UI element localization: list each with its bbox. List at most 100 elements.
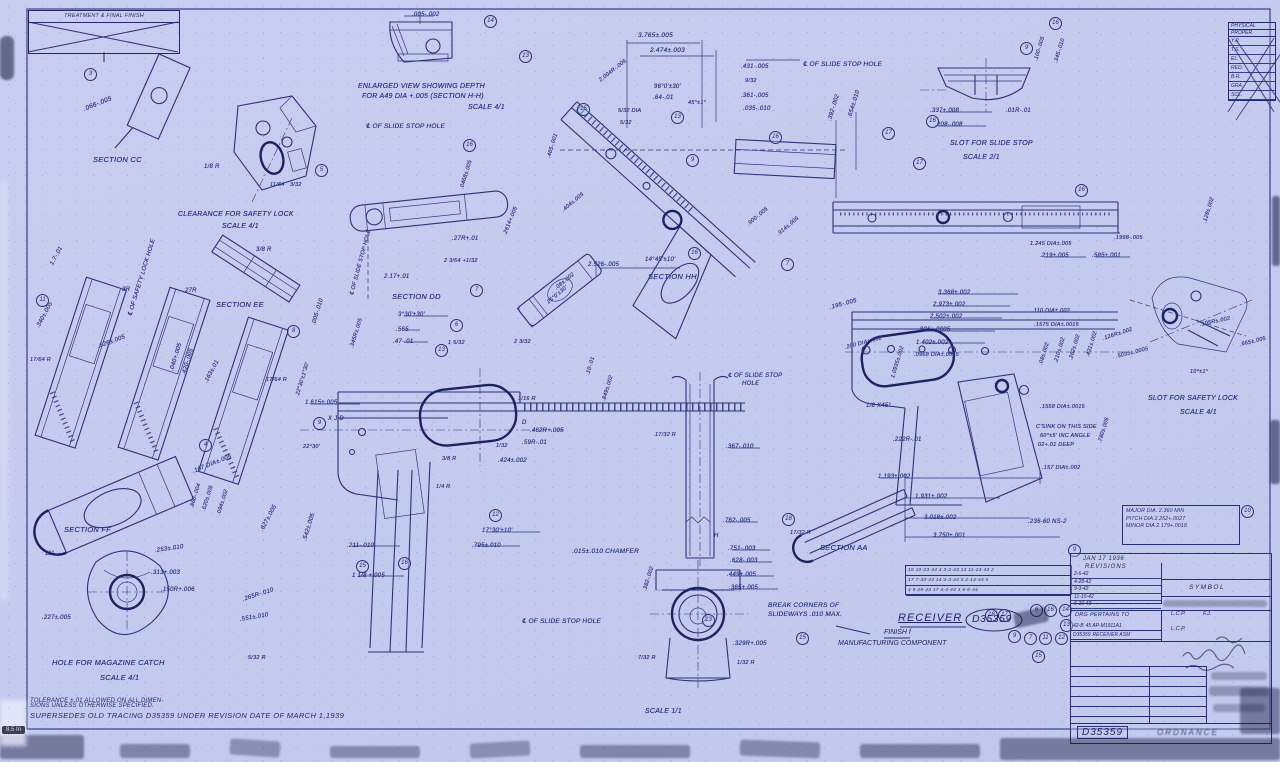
dim-label: .329R+.005	[733, 641, 767, 647]
callout-11-40: 11	[1039, 632, 1052, 645]
dim-label: 60°±5' INC ANGLE	[1040, 433, 1091, 439]
dim-label: 5/32 R	[248, 655, 266, 661]
revision-date: 11-10-42	[1071, 594, 1161, 601]
dim-label: 1/4 R	[436, 484, 451, 490]
section-dd-label: SECTION DD	[392, 292, 441, 301]
thread-note-line: PITCH DIA 2.252+.0027	[1126, 515, 1186, 522]
callout-17-25: 17	[913, 157, 926, 170]
callout-9-6: 9	[686, 154, 699, 167]
pertains-cell: D35359	[1073, 632, 1091, 638]
scan-artifact	[0, 36, 14, 80]
receiver-title: RECEIVER	[898, 612, 963, 624]
callout-16-29: 16	[1075, 184, 1088, 197]
supersedes-note: SUPERSEDES OLD TRACING D35359 UNDER REVI…	[30, 711, 345, 720]
dim-label: .47-.01	[393, 339, 414, 345]
dim-label: .806±.0005	[918, 327, 951, 333]
scan-artifact	[860, 744, 980, 758]
dim-label: 1.193±.002	[878, 474, 911, 480]
dim-label: .365+.005	[729, 585, 759, 591]
dim-label: 3.018±.002	[924, 515, 957, 521]
dim-label: .110 DIA±.002	[1032, 308, 1070, 314]
title-block-date: JAN 17 1936	[1083, 556, 1125, 562]
dim-label: 2.973±.002	[933, 302, 966, 308]
dim-label: 3.750±.001	[933, 533, 966, 539]
initials-2: F.J.	[1203, 611, 1212, 617]
callout-14-1: 14	[484, 15, 497, 28]
pertains-cell: 42-B	[1073, 623, 1084, 629]
dim-label: 02+.01 DEEP	[1038, 442, 1075, 448]
section-aa-label: SECTION AA	[820, 543, 868, 552]
dim-label: 3/8 R	[442, 456, 457, 462]
dim-label: 1/32	[496, 443, 508, 449]
drawing-number: D35359	[972, 613, 1012, 625]
dim-label: 2 3/32	[514, 339, 531, 345]
revision-date: 6-10-43	[1071, 601, 1161, 609]
callout-15-3: 15	[577, 103, 590, 116]
dim-label: 2.502±.002	[930, 314, 963, 320]
callout-17-7: 17	[882, 127, 895, 140]
dim-label: 2.474±.003	[650, 47, 685, 54]
callout-15-24: 15	[796, 632, 809, 645]
callout-7-14: 7	[470, 284, 483, 297]
dim-label: 27R	[185, 288, 197, 294]
dim-label: 22°30'	[303, 444, 320, 450]
revision-grid-row: 18 10-23-44 4 3-2-43 13 11-24-43 2	[906, 566, 1071, 576]
dim-label: .64-.01	[653, 95, 674, 101]
dim-label: .449+.005	[727, 572, 757, 578]
dim-label: ℄ OF SLIDE STOP HOLE	[803, 61, 883, 68]
dim-label: 3/8 R	[256, 247, 272, 253]
dim-label: 7/32 R	[638, 655, 656, 661]
thread-note-line: MINOR DIA 2.179+.0018	[1126, 523, 1187, 529]
component-label: MANUFACTURING COMPONENT	[838, 640, 947, 647]
revisions-label: REVISIONS	[1085, 564, 1127, 570]
dim-label: 1/16 R	[518, 396, 536, 402]
dim-label: X J D	[328, 416, 344, 422]
scan-artifact	[330, 746, 420, 758]
dim-label: 17/64 R	[30, 357, 52, 363]
revision-date: 9-3-42	[1071, 586, 1161, 594]
tolerance-note-2: SIONS UNLESS OTHERWISE SPECIFIED.	[30, 703, 154, 709]
pertains-cell: RECEIVER ASM	[1092, 632, 1131, 638]
dim-label: .236-60 NS-2	[1028, 519, 1067, 525]
callout-5-9: 5	[315, 164, 328, 177]
section-ff-label: SECTION FF	[64, 525, 112, 534]
callout-8-11: 8	[287, 325, 300, 338]
dim-label: 2.17+.01	[384, 274, 410, 280]
dim-label: 17/32 R	[790, 530, 812, 536]
callout-9-13: 9	[313, 417, 326, 430]
dim-label: .150R+.006	[161, 587, 195, 593]
dim-label: 96°0'±30'	[654, 84, 681, 90]
callout-16-21: 16	[398, 557, 411, 570]
safety-lock-slot-note: SLOT FOR SAFETY LOCK	[1148, 395, 1239, 402]
callout-18-32: 18	[985, 609, 998, 622]
section-hh-label: SECTION HH	[648, 272, 697, 281]
dim-label: D	[522, 420, 527, 426]
scan-artifact	[1270, 420, 1280, 484]
dim-label: 3°30'±30'	[398, 312, 425, 318]
callout-3-0: 3	[84, 68, 97, 81]
dim-label: 1.931±.002	[915, 494, 948, 500]
callout-11-10: 11	[36, 294, 49, 307]
dim-label: 17°30'±10'	[482, 528, 513, 534]
tape-mark	[0, 700, 26, 746]
scan-artifact	[1272, 196, 1280, 266]
initials-1: L.C.P.	[1171, 611, 1186, 617]
callout-10-30: 10	[1241, 505, 1254, 518]
scan-artifact	[739, 739, 821, 759]
phys-title-1: PHYSICAL	[1229, 23, 1275, 30]
dim-label: .565	[396, 327, 409, 333]
section-ee-label: SECTION EE	[216, 300, 264, 309]
callout-4-12: 4	[199, 439, 212, 452]
callout-7-18: 7	[781, 258, 794, 271]
sheet-drawing-number: D35359	[1077, 726, 1129, 739]
dim-label: 5/32	[620, 120, 632, 126]
callout-16-5: 16	[769, 131, 782, 144]
dim-label: .208-.008	[935, 122, 963, 128]
phys-title-2: PROPER.	[1229, 30, 1275, 37]
dim-label: SCALE 4/1	[100, 673, 140, 682]
dim-label: 17/32 R	[655, 432, 677, 438]
slide-stop-slot-note: SLOT FOR SLIDE STOP	[950, 140, 1033, 147]
